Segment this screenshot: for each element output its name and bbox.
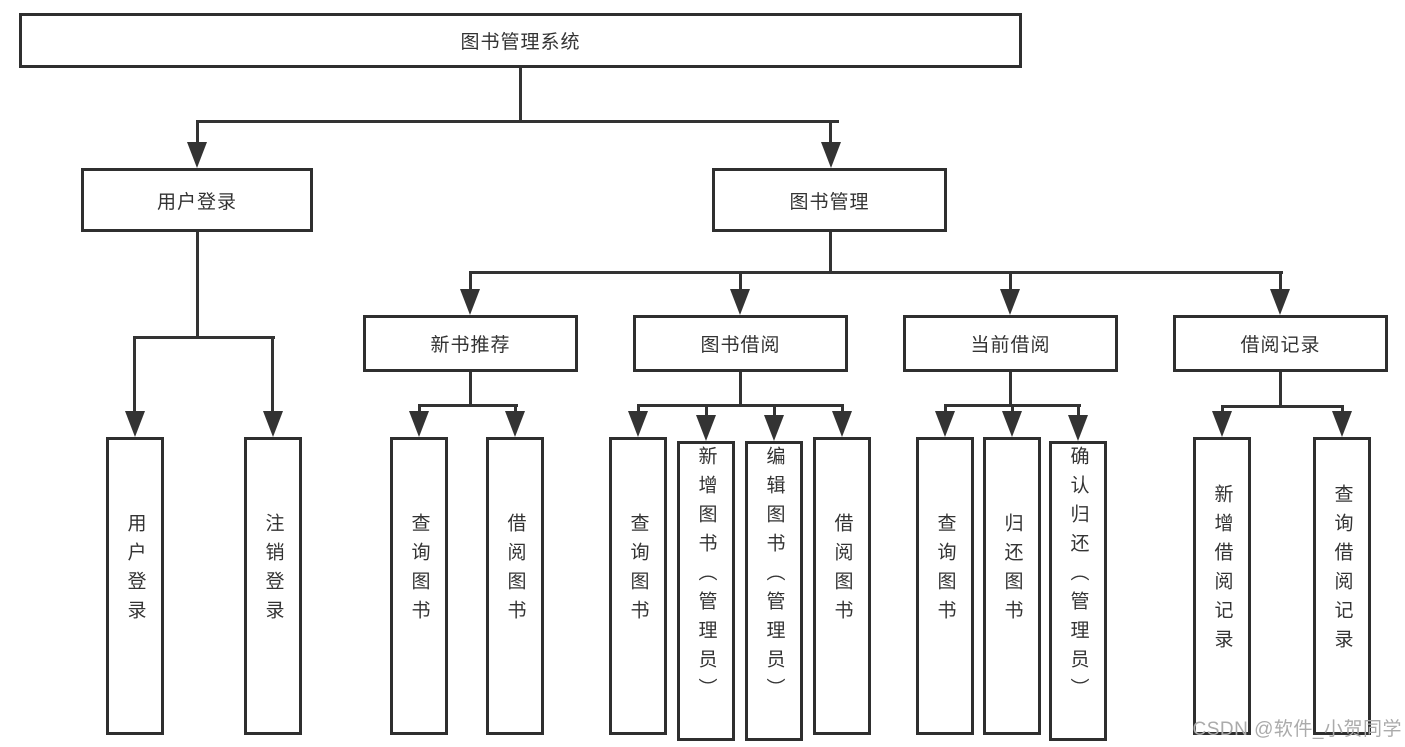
node-login-user-label: 用户登录 <box>124 513 146 629</box>
connector-rec-hline <box>418 404 518 407</box>
connector-records-hline <box>1221 405 1344 408</box>
node-cur-confirm-label: 确认归还（管理员） <box>1067 445 1089 707</box>
connector-records-query-shaft <box>1341 405 1344 416</box>
node-mgmt-label: 图书管理 <box>789 191 870 213</box>
connector-cur-return-shaft <box>1011 404 1014 416</box>
connector-borrow-add-shaft <box>705 404 708 418</box>
node-borrow-add-label: 新增图书（管理员） <box>695 445 717 707</box>
connector-rec-shaft <box>469 271 472 293</box>
connector-borrow-hline <box>637 404 844 407</box>
node-borrow-label: 图书借阅 <box>700 335 781 356</box>
node-root: 图书管理系统 <box>19 13 1022 68</box>
node-borrow-query-label: 查询图书 <box>627 513 649 629</box>
connector-records-shaft <box>1279 271 1282 293</box>
node-login-label: 用户登录 <box>156 191 237 213</box>
connector-login-stub <box>196 232 199 338</box>
arrowhead-login <box>187 142 207 168</box>
connector-cur-query-shaft <box>944 404 947 416</box>
node-login-logout-label: 注销登录 <box>262 513 284 629</box>
node-cur-query: 查询图书 <box>916 437 974 735</box>
arrowhead-cur-query <box>935 411 955 437</box>
connector-l2-hline <box>196 120 839 123</box>
node-cur-confirm: 确认归还（管理员） <box>1049 441 1107 741</box>
node-root-label: 图书管理系统 <box>460 32 581 53</box>
node-records-add: 新增借阅记录 <box>1193 437 1251 735</box>
node-borrow-query: 查询图书 <box>609 437 667 735</box>
node-records-label: 借阅记录 <box>1240 335 1321 356</box>
connector-cur-confirm-shaft <box>1077 404 1080 418</box>
node-rec-query-label: 查询图书 <box>408 513 430 629</box>
arrowhead-borrow-add <box>696 415 716 441</box>
connector-borrow-query-shaft <box>637 404 640 416</box>
connector-rec-query-shaft <box>418 404 421 416</box>
arrowhead-rec-query <box>409 411 429 437</box>
arrowhead-cur-return <box>1002 411 1022 437</box>
connector-login-user-shaft <box>133 336 136 415</box>
node-records: 借阅记录 <box>1173 315 1388 372</box>
arrowhead-rec-borrow <box>505 411 525 437</box>
node-records-query-label: 查询借阅记录 <box>1331 484 1353 658</box>
connector-mgmt-shaft <box>829 120 832 146</box>
arrowhead-borrow-query <box>628 411 648 437</box>
connector-borrow-shaft <box>739 271 742 293</box>
node-borrow-lend: 借阅图书 <box>813 437 871 735</box>
arrowhead-rec <box>460 289 480 315</box>
connector-borrow-stub <box>739 372 742 407</box>
node-rec-label: 新书推荐 <box>430 335 511 356</box>
connector-borrow-edit-shaft <box>773 404 776 418</box>
node-borrow-edit-label: 编辑图书（管理员） <box>763 445 785 707</box>
node-borrow-edit: 编辑图书（管理员） <box>745 441 803 741</box>
node-mgmt: 图书管理 <box>712 168 947 232</box>
connector-login-hline <box>134 336 275 339</box>
connector-login-logout-shaft <box>271 336 274 415</box>
node-records-query: 查询借阅记录 <box>1313 437 1371 735</box>
node-cur-return-label: 归还图书 <box>1001 513 1023 629</box>
connector-records-add-shaft <box>1221 405 1224 416</box>
node-borrow: 图书借阅 <box>633 315 848 372</box>
node-rec-query: 查询图书 <box>390 437 448 735</box>
node-borrow-add: 新增图书（管理员） <box>677 441 735 741</box>
node-login-logout: 注销登录 <box>244 437 302 735</box>
connector-current-shaft <box>1009 271 1012 293</box>
node-login-user: 用户登录 <box>106 437 164 735</box>
arrowhead-login-logout <box>263 411 283 437</box>
node-current-label: 当前借阅 <box>970 335 1051 356</box>
arrowhead-mgmt <box>821 142 841 168</box>
connector-current-stub <box>1009 372 1012 407</box>
arrowhead-cur-confirm <box>1068 415 1088 441</box>
node-records-add-label: 新增借阅记录 <box>1211 484 1233 658</box>
connector-borrow-lend-shaft <box>841 404 844 416</box>
connector-mgmt-stub <box>829 232 832 274</box>
arrowhead-current <box>1000 289 1020 315</box>
watermark-text: CSDN @软件_小贺同学 <box>1192 719 1402 740</box>
connector-rec-borrow-shaft <box>514 404 517 416</box>
node-borrow-lend-label: 借阅图书 <box>831 513 853 629</box>
arrowhead-borrow-lend <box>832 411 852 437</box>
connector-login-shaft <box>196 120 199 146</box>
node-cur-return: 归还图书 <box>983 437 1041 735</box>
arrowhead-login-user <box>125 411 145 437</box>
arrowhead-borrow-edit <box>764 415 784 441</box>
node-rec: 新书推荐 <box>363 315 578 372</box>
node-rec-borrow-label: 借阅图书 <box>504 513 526 629</box>
node-login: 用户登录 <box>81 168 313 232</box>
arrowhead-borrow <box>730 289 750 315</box>
connector-records-stub <box>1279 372 1282 408</box>
node-current: 当前借阅 <box>903 315 1118 372</box>
connector-rec-stub <box>469 372 472 407</box>
arrowhead-records-add <box>1212 411 1232 437</box>
arrowhead-records <box>1270 289 1290 315</box>
connector-root-stub <box>519 68 522 122</box>
connector-l3-hline <box>469 271 1283 274</box>
arrowhead-records-query <box>1332 411 1352 437</box>
node-cur-query-label: 查询图书 <box>934 513 956 629</box>
node-rec-borrow: 借阅图书 <box>486 437 544 735</box>
